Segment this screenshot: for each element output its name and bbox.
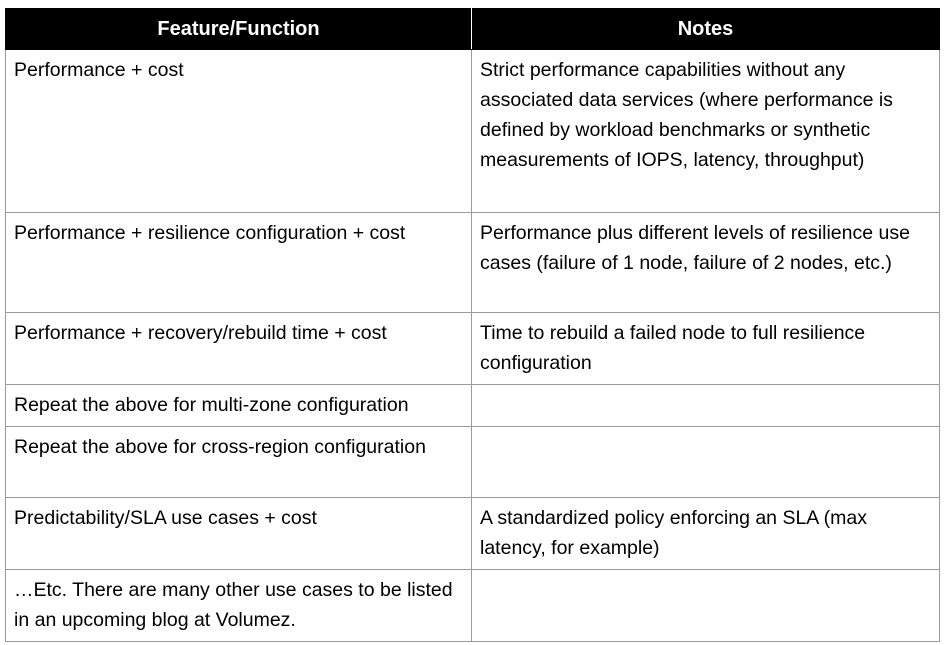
feature-table-container: Feature/Function Notes Performance + cos… xyxy=(5,8,940,642)
table-header-row: Feature/Function Notes xyxy=(5,8,940,50)
notes-cell: A standardized policy enforcing an SLA (… xyxy=(471,497,940,570)
notes-cell: Time to rebuild a failed node to full re… xyxy=(471,312,940,385)
feature-cell: Performance + recovery/rebuild time + co… xyxy=(5,312,472,385)
header-notes: Notes xyxy=(471,8,940,50)
feature-cell: Repeat the above for multi-zone configur… xyxy=(5,384,472,427)
notes-cell xyxy=(471,384,940,427)
header-feature-function: Feature/Function xyxy=(5,8,472,50)
table-row: Repeat the above for cross-region config… xyxy=(5,426,940,498)
notes-cell: Performance plus different levels of res… xyxy=(471,212,940,313)
table-row: Performance + resilience configuration +… xyxy=(5,212,940,313)
notes-cell xyxy=(471,426,940,498)
table-row: Performance + recovery/rebuild time + co… xyxy=(5,312,940,385)
table-row: …Etc. There are many other use cases to … xyxy=(5,569,940,642)
feature-cell: Repeat the above for cross-region config… xyxy=(5,426,472,498)
feature-cell: Performance + cost xyxy=(5,49,472,213)
notes-cell: Strict performance capabilities without … xyxy=(471,49,940,213)
table-row: Performance + cost Strict performance ca… xyxy=(5,49,940,213)
table-row: Predictability/SLA use cases + cost A st… xyxy=(5,497,940,570)
notes-cell xyxy=(471,569,940,642)
feature-table: Feature/Function Notes Performance + cos… xyxy=(5,8,940,642)
table-row: Repeat the above for multi-zone configur… xyxy=(5,384,940,427)
feature-cell: Performance + resilience configuration +… xyxy=(5,212,472,313)
feature-cell: …Etc. There are many other use cases to … xyxy=(5,569,472,642)
feature-cell: Predictability/SLA use cases + cost xyxy=(5,497,472,570)
